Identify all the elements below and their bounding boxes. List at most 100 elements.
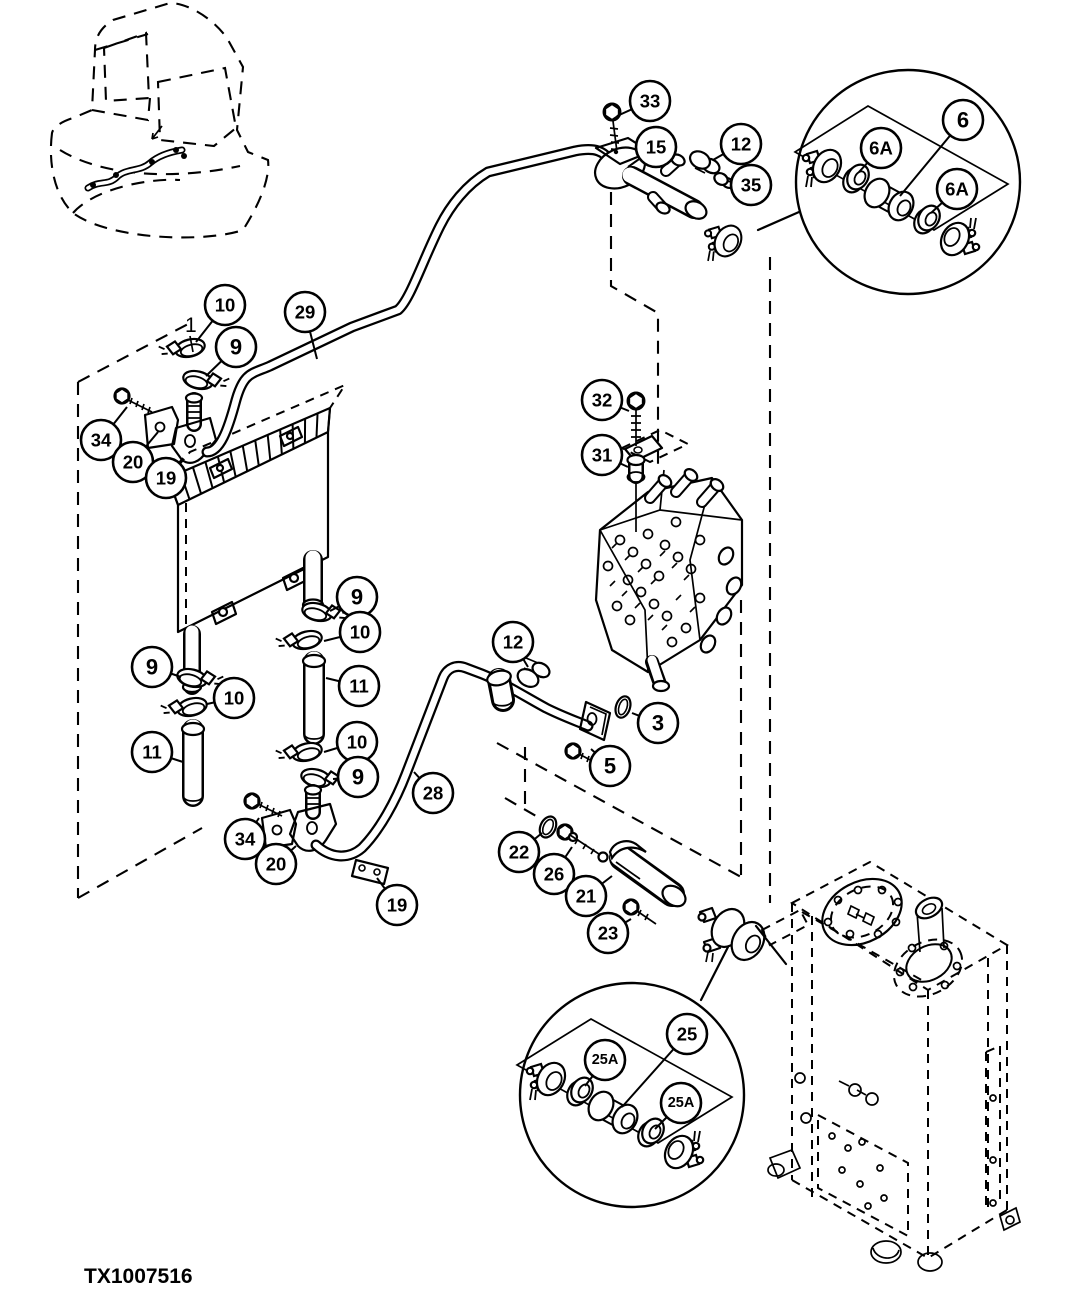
- callout-11: 11: [130, 730, 184, 774]
- valve-bottom-stub: [645, 655, 671, 693]
- plug-12-lower: [516, 657, 551, 688]
- svg-text:12: 12: [731, 134, 752, 155]
- valve-mounting-parts: [619, 391, 691, 532]
- control-valve: [594, 467, 744, 693]
- svg-text:10: 10: [350, 622, 371, 643]
- callout-19: 19: [375, 877, 419, 927]
- callout-34: 34: [223, 817, 267, 861]
- callout-20: 20: [254, 842, 298, 886]
- callout-10: 10: [323, 720, 379, 764]
- svg-text:29: 29: [295, 302, 316, 323]
- svg-text:5: 5: [604, 754, 616, 779]
- callout-12: 12: [491, 620, 535, 668]
- svg-text:21: 21: [576, 886, 597, 907]
- callout-6A: 6A: [858, 126, 903, 173]
- callout-11: 11: [325, 664, 381, 708]
- svg-text:19: 19: [156, 468, 177, 489]
- svg-text:32: 32: [592, 390, 613, 411]
- valve-right-ports: [699, 546, 743, 654]
- svg-text:10: 10: [347, 732, 368, 753]
- callout-9: 9: [205, 325, 258, 377]
- return-hose-29: [201, 143, 617, 458]
- svg-text:9: 9: [230, 335, 242, 360]
- drawing-number: TX1007516: [84, 1265, 193, 1288]
- tank-side-ports: [794, 1072, 879, 1124]
- svg-text:3: 3: [652, 711, 664, 736]
- valve-spool-details: [602, 516, 706, 648]
- suction-tube-group: [538, 815, 788, 1002]
- callout-33: 33: [616, 79, 672, 123]
- svg-text:15: 15: [646, 137, 667, 158]
- callout-23: 23: [586, 911, 632, 955]
- svg-text:22: 22: [509, 842, 530, 863]
- tank-pump-flange: [892, 896, 964, 998]
- svg-text:35: 35: [741, 175, 762, 196]
- detail-circle-25: [515, 981, 746, 1209]
- svg-text:25: 25: [677, 1024, 698, 1045]
- excavator-cab-outline: [49, 1, 270, 239]
- cab-hose-routing: [84, 125, 187, 192]
- callout-25A: 25A: [654, 1081, 703, 1130]
- valve-top-ports: [644, 467, 725, 508]
- bolt-26: [556, 823, 609, 863]
- spacer-31: [626, 453, 646, 484]
- callout-19: 19: [144, 456, 188, 500]
- callout-20: 20: [111, 431, 159, 484]
- section-guide-lines: [76, 192, 772, 903]
- plain-labels: 1 TX1007516: [84, 314, 197, 1288]
- callout-3: 3: [631, 701, 680, 745]
- hydraulic-tank-outline: [760, 860, 1022, 1272]
- callout-5: 5: [588, 744, 632, 788]
- svg-text:10: 10: [224, 688, 245, 709]
- callout-15: 15: [627, 125, 678, 169]
- callout-10: 10: [206, 676, 256, 720]
- tube-21: [608, 840, 687, 908]
- plug-12-top: [688, 150, 721, 175]
- svg-text:11: 11: [142, 742, 162, 763]
- pipe-15-assembly: [594, 102, 801, 263]
- tank-feet: [767, 1148, 1022, 1272]
- svg-text:26: 26: [544, 864, 565, 885]
- o-ring-3: [614, 695, 632, 719]
- svg-text:9: 9: [146, 655, 158, 680]
- svg-text:9: 9: [351, 585, 363, 610]
- callout-31: 31: [580, 433, 629, 477]
- tank-side-channel: [985, 1045, 1001, 1212]
- callout-34: 34: [79, 406, 128, 462]
- tank-front-plate: [817, 1113, 909, 1238]
- svg-text:6A: 6A: [869, 138, 893, 159]
- svg-text:20: 20: [266, 854, 287, 875]
- callout-6A: 6A: [930, 167, 979, 214]
- svg-text:12: 12: [503, 632, 524, 653]
- svg-text:28: 28: [423, 783, 444, 804]
- callout-9: 9: [332, 755, 380, 799]
- hose-clamp-half-top: [703, 210, 801, 263]
- svg-text:11: 11: [349, 676, 369, 697]
- tank-top-cover: [821, 877, 903, 947]
- svg-text:34: 34: [91, 430, 112, 451]
- svg-text:9: 9: [352, 765, 364, 790]
- callout-29: 29: [283, 290, 327, 360]
- svg-text:25A: 25A: [592, 1052, 619, 1068]
- svg-text:6A: 6A: [945, 179, 969, 200]
- detail-circle-6: [793, 68, 1022, 296]
- callout-21: 21: [564, 874, 613, 918]
- tank-inlet-clamp-25: [697, 906, 788, 1002]
- svg-text:33: 33: [640, 91, 661, 112]
- o-ring-22: [538, 815, 558, 839]
- svg-text:25A: 25A: [668, 1095, 695, 1111]
- bolt-23: [622, 898, 657, 925]
- svg-text:10: 10: [215, 295, 236, 316]
- hose-28-and-pipe: [310, 657, 632, 862]
- callout-10: 10: [195, 283, 247, 343]
- callout-25A: 25A: [583, 1038, 627, 1087]
- callout-9: 9: [130, 645, 182, 689]
- pipe-port-block: [486, 668, 515, 712]
- callout-35: 35: [726, 163, 773, 207]
- flange-plate-5: [578, 700, 612, 742]
- callout-25: 25: [621, 1012, 709, 1108]
- callout-10: 10: [323, 610, 382, 654]
